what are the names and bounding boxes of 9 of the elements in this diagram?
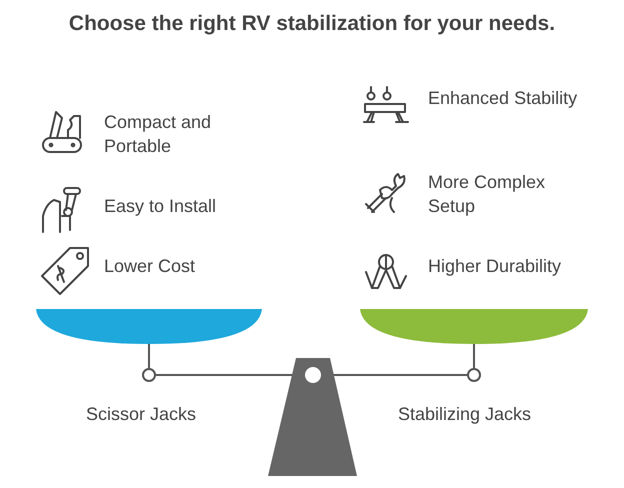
feature-label: More Complex Setup bbox=[428, 171, 546, 218]
pan-label: Scissor Jacks bbox=[86, 403, 198, 426]
feature-label: Easy to Install bbox=[104, 195, 218, 218]
feature-label: Enhanced Stability bbox=[428, 87, 578, 110]
title: Choose the right RV stabilization for your needs. bbox=[68, 12, 556, 36]
feature-label: Lower Cost bbox=[104, 255, 196, 278]
pan-label: Stabilizing Jacks bbox=[398, 403, 532, 426]
feature-label: Compact and Portable bbox=[104, 111, 212, 158]
feature-label: Higher Durability bbox=[428, 255, 562, 278]
